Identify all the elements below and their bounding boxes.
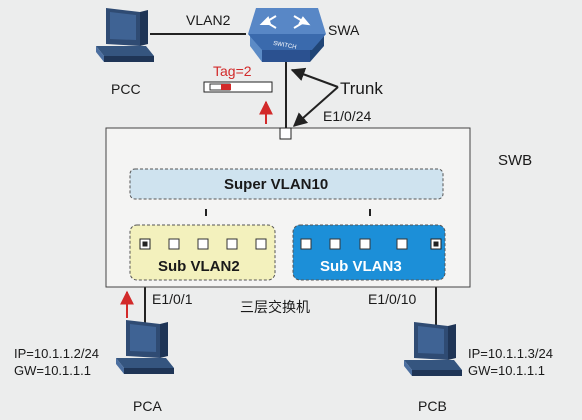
- trunk-port-e1-0-24[interactable]: [279, 127, 292, 140]
- port[interactable]: [255, 238, 267, 250]
- pc-icon[interactable]: [116, 320, 174, 374]
- port[interactable]: [359, 238, 371, 250]
- swb-label: SWB: [498, 152, 533, 169]
- port[interactable]: [300, 238, 312, 250]
- vlan-tag-block: [221, 84, 231, 90]
- pcb-label: PCB: [418, 398, 447, 414]
- e1-0-1-label: E1/0/1: [152, 291, 193, 307]
- sub-vlan2-ports: [139, 238, 267, 250]
- tag-label: Tag=2: [213, 63, 252, 79]
- vlan2-link-label: VLAN2: [186, 12, 231, 28]
- switch-text: SWITCH: [273, 41, 297, 51]
- pcb-gw-label: GW=10.1.1.1: [468, 363, 545, 378]
- port[interactable]: [168, 238, 180, 250]
- sub-vlan2-box: [129, 224, 276, 281]
- trunk-pointer-arrow-top: [290, 67, 339, 88]
- port[interactable]: [226, 238, 238, 250]
- sub-vlan3-label: Sub VLAN3: [320, 258, 402, 275]
- pc-icon[interactable]: [96, 8, 154, 62]
- trunk-pointer-arrow-bottom: [292, 86, 339, 127]
- port[interactable]: [329, 238, 341, 250]
- super-vlan-label: Super VLAN10: [224, 176, 329, 193]
- pcb-ip-label: IP=10.1.1.3/24: [468, 346, 553, 361]
- pc-icon[interactable]: [404, 322, 462, 376]
- e1-0-10-label: E1/0/10: [368, 291, 417, 307]
- switch-icon[interactable]: SWITCH: [248, 8, 326, 62]
- sub-vlan2-label: Sub VLAN2: [158, 258, 240, 275]
- port[interactable]: [197, 238, 209, 250]
- sub-vlan3-ports: [300, 238, 442, 250]
- super-vlan-box: [129, 168, 444, 200]
- pca-gw-label: GW=10.1.1.1: [14, 363, 91, 378]
- swa-label: SWA: [328, 22, 360, 38]
- pca-ip-label: IP=10.1.1.2/24: [14, 346, 99, 361]
- tagged-frame: [203, 81, 273, 93]
- e1-0-24-label: E1/0/24: [323, 108, 372, 124]
- pca-label: PCA: [133, 398, 162, 414]
- port[interactable]: [396, 238, 408, 250]
- trunk-label: Trunk: [340, 79, 383, 98]
- l3-switch-label: 三层交换机: [240, 299, 310, 315]
- pcc-label: PCC: [111, 81, 141, 97]
